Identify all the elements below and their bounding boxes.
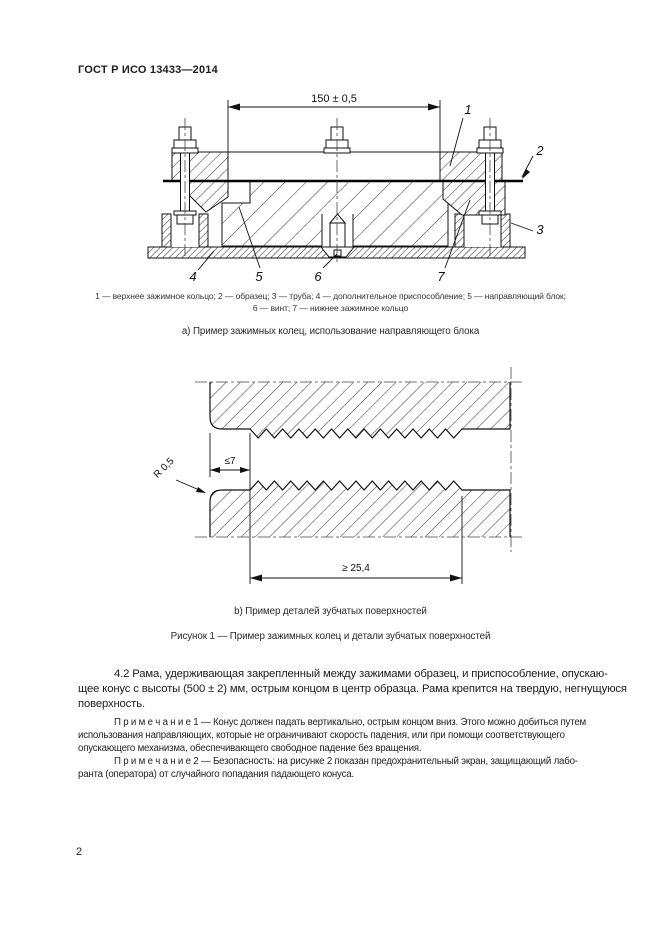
- screw: [329, 222, 346, 248]
- dimension-150: [227, 100, 441, 181]
- note-line: опускающего механизма, обеспечивающего с…: [78, 743, 422, 754]
- page-number: 2: [76, 846, 83, 858]
- callout-7: 7: [437, 269, 445, 284]
- paragraph-line: 4.2 Рама, удерживающая закрепленный межд…: [114, 668, 608, 680]
- paragraph-4-2: 4.2 Рама, удерживающая закрепленный межд…: [78, 668, 627, 712]
- note-1: П р и м е ч а н и е 1 — Конус должен пад…: [78, 717, 598, 756]
- figure-a-drawing: 150 ± 0,5 1 2 3 4 5 6 7: [147, 93, 544, 284]
- radius-leader: [175, 479, 206, 493]
- note-2: П р и м е ч а н и е 2 — Безопасность: на…: [78, 756, 598, 782]
- toothed-parts-section: [175, 367, 522, 584]
- upper-toothed-part: [210, 382, 510, 438]
- dimension-150-label: 150 ± 0,5: [311, 93, 357, 105]
- note-line: П р и м е ч а н и е 1 — Конус должен пад…: [114, 717, 586, 728]
- page-header: ГОСТ Р ИСО 13433—2014: [78, 64, 218, 76]
- break-lines: [195, 367, 522, 552]
- figure-b-caption: b) Пример деталей зубчатых поверхностей: [234, 606, 427, 617]
- figure-a-legend-line1: 1 — верхнее зажимное кольцо; 2 — образец…: [95, 291, 566, 301]
- callout-3: 3: [536, 222, 544, 237]
- dimension-7: [209, 433, 251, 584]
- paragraph-line: щее конус с высоты (500 ± 2) мм, острым …: [78, 682, 627, 695]
- centerlines: [184, 118, 491, 262]
- figure-1-caption: Рисунок 1 — Пример зажимных колец и дета…: [170, 631, 491, 642]
- lower-ring: [442, 180, 506, 216]
- dimension-254-label: ≥ 25,4: [342, 563, 370, 574]
- callout-6: 6: [314, 269, 322, 284]
- figure-b-drawing: ≤7 R 0,5 ≥ 25,4: [152, 367, 522, 584]
- assembly-section: [147, 100, 534, 271]
- lower-toothed-part: [210, 481, 510, 537]
- paragraph-line: поверхность.: [78, 697, 145, 710]
- note-line: ранта (оператора) от случайного попадани…: [78, 769, 354, 780]
- figure-a-legend-line2: 6 — винт; 7 — нижнее зажимное кольцо: [252, 303, 409, 313]
- note-line: использования направляющих, которые не о…: [78, 730, 565, 741]
- callout-4: 4: [189, 269, 196, 284]
- figure-a-caption: а) Пример зажимных колец, использование …: [181, 326, 480, 337]
- dimension-7-label: ≤7: [224, 456, 235, 467]
- tube: [454, 213, 465, 248]
- dimension-254: [250, 496, 463, 584]
- callout-1: 1: [464, 102, 471, 117]
- callout-2: 2: [535, 143, 544, 158]
- note-line: П р и м е ч а н и е 2 — Безопасность: на…: [114, 756, 578, 767]
- radius-label: R 0,5: [152, 456, 177, 481]
- callout-5: 5: [255, 269, 263, 284]
- callout-leaders: [197, 117, 534, 271]
